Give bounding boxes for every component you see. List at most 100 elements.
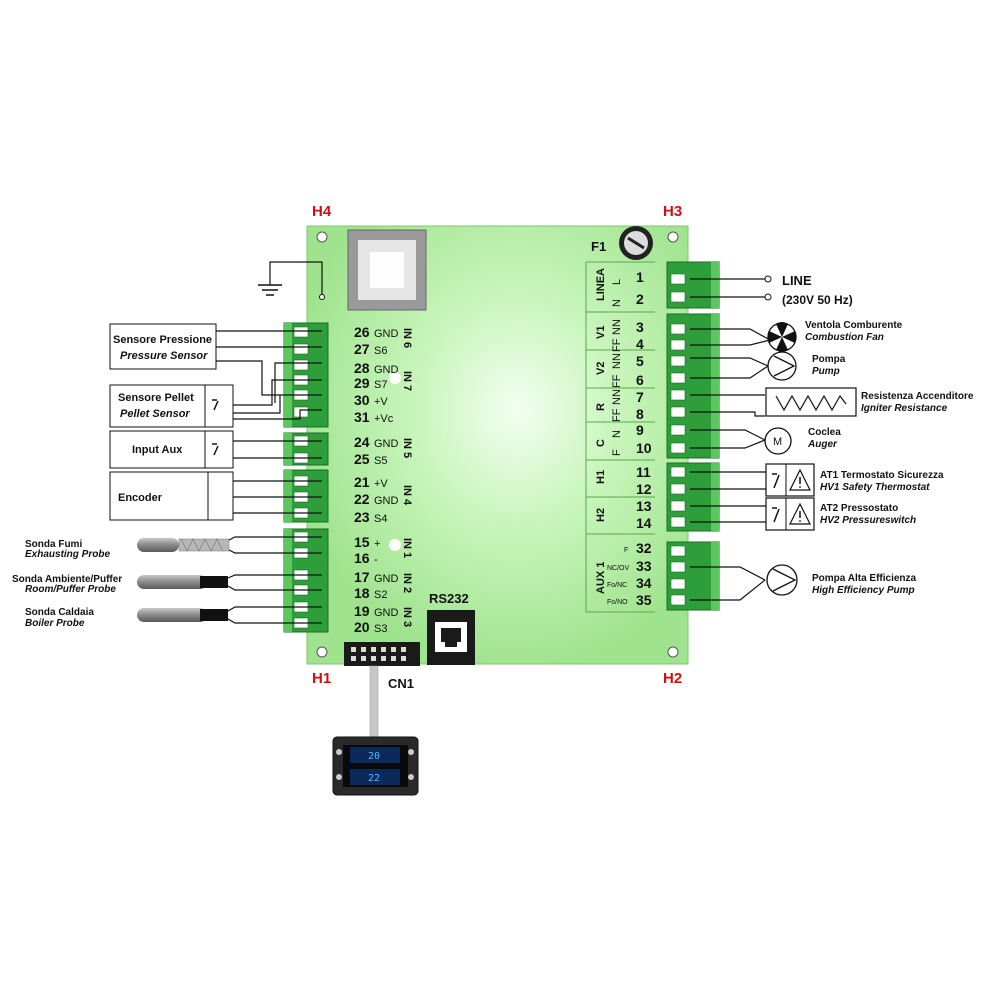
left-group-label: IN 4 bbox=[401, 485, 413, 506]
terminal-screw[interactable] bbox=[670, 355, 686, 367]
fan-label-en: Combustion Fan bbox=[805, 332, 884, 343]
line-terminal-n bbox=[764, 293, 772, 301]
left-pin-number: 17 bbox=[354, 569, 370, 585]
terminal-screw[interactable] bbox=[670, 291, 686, 303]
line-terminal-l bbox=[764, 275, 772, 283]
pump-label-en: Pump bbox=[812, 366, 840, 377]
terminal-screw[interactable] bbox=[293, 326, 309, 338]
pellet-sensor: Sensore Pellet Pellet Sensor bbox=[109, 384, 234, 428]
left-pin-number: 30 bbox=[354, 392, 370, 408]
right-pin-number: 8 bbox=[636, 406, 644, 422]
terminal-screw[interactable] bbox=[670, 466, 686, 478]
right-pin-label: N bbox=[611, 299, 623, 307]
terminal-screw[interactable] bbox=[293, 406, 309, 418]
svg-text:Sonda Caldaia: Sonda Caldaia bbox=[25, 607, 94, 618]
cn1-connector[interactable] bbox=[344, 642, 420, 666]
terminal-screw[interactable] bbox=[670, 372, 686, 384]
right-pin-label: FF bbox=[611, 408, 623, 422]
terminal-blocks bbox=[283, 261, 720, 633]
right-group-label: C bbox=[595, 439, 607, 447]
terminal-screw[interactable] bbox=[293, 359, 309, 371]
mount-hole-h4 bbox=[316, 231, 328, 243]
terminal-screw[interactable] bbox=[670, 561, 686, 573]
right-group-label: LINEA bbox=[595, 268, 607, 301]
svg-text:Room/Puffer Probe: Room/Puffer Probe bbox=[25, 584, 116, 595]
terminal-screw[interactable] bbox=[670, 406, 686, 418]
left-pin-number: 19 bbox=[354, 603, 370, 619]
left-pin-label: +V bbox=[374, 478, 388, 490]
right-pin-number: 13 bbox=[636, 498, 652, 514]
safety-thermostat-icon bbox=[765, 463, 815, 497]
terminal-screw[interactable] bbox=[670, 273, 686, 285]
right-pin-label: NN bbox=[611, 353, 623, 369]
terminal-screw[interactable] bbox=[670, 594, 686, 606]
terminal-screw[interactable] bbox=[670, 578, 686, 590]
left-pin-label: GND bbox=[374, 573, 399, 585]
corner-label-h3: H3 bbox=[663, 203, 682, 220]
display-line-1: 20 bbox=[368, 751, 380, 762]
pump-icon bbox=[767, 351, 797, 381]
terminal-screw[interactable] bbox=[670, 483, 686, 495]
left-pin-label: GND bbox=[374, 495, 399, 507]
right-pin-number: 7 bbox=[636, 389, 644, 405]
fan-icon bbox=[767, 322, 797, 352]
terminal-screw[interactable] bbox=[670, 500, 686, 512]
terminal-screw[interactable] bbox=[670, 545, 686, 557]
at2-label: AT2 Pressostato bbox=[820, 503, 898, 514]
right-group-label: H2 bbox=[595, 508, 607, 522]
terminal-screw[interactable] bbox=[670, 516, 686, 528]
right-pin-number: 4 bbox=[636, 336, 644, 352]
terminal-screw[interactable] bbox=[670, 424, 686, 436]
encoder: Encoder bbox=[109, 471, 234, 521]
right-pin-number: 2 bbox=[636, 291, 644, 307]
left-pin-label: S5 bbox=[374, 455, 387, 467]
left-pin-label: GND bbox=[374, 328, 399, 340]
right-group-label: AUX 1 bbox=[595, 562, 607, 594]
room-puffer-probe: Sonda Ambiente/Puffer Room/Puffer Probe bbox=[12, 574, 228, 595]
left-pin-label: GND bbox=[374, 364, 399, 376]
left-group-label: IN 7 bbox=[401, 371, 413, 391]
corner-label-h4: H4 bbox=[312, 203, 332, 220]
boiler-probe: Sonda Caldaia Boiler Probe bbox=[25, 607, 228, 629]
input-aux: Input Aux bbox=[109, 430, 234, 469]
left-pin-number: 16 bbox=[354, 550, 370, 566]
left-pin-label: +V bbox=[374, 396, 388, 408]
right-pin-number: 10 bbox=[636, 440, 652, 456]
left-pin-number: 21 bbox=[354, 474, 370, 490]
left-pin-label: S6 bbox=[374, 345, 387, 357]
terminal-screw[interactable] bbox=[293, 343, 309, 355]
mount-hole-inner-1 bbox=[389, 372, 401, 384]
left-pin-number: 22 bbox=[354, 491, 370, 507]
right-pin-number: 1 bbox=[636, 269, 644, 285]
fuse-label: F1 bbox=[591, 239, 606, 254]
right-pin-label: Fo/NC bbox=[607, 582, 627, 589]
left-pin-label: GND bbox=[374, 438, 399, 450]
svg-text:Encoder: Encoder bbox=[118, 492, 163, 504]
terminal-screw[interactable] bbox=[670, 323, 686, 335]
motor-icon: M bbox=[764, 427, 792, 455]
right-pin-label: FF bbox=[611, 338, 623, 352]
rs232-label: RS232 bbox=[429, 591, 469, 606]
pump-label: Pompa bbox=[812, 354, 846, 365]
at1-label-en: HV1 Safety Thermostat bbox=[820, 482, 930, 493]
line-label: LINE bbox=[782, 273, 812, 288]
right-pin-number: 3 bbox=[636, 319, 644, 335]
right-pin-label: F bbox=[611, 449, 623, 456]
terminal-screw[interactable] bbox=[670, 339, 686, 351]
terminal-screw[interactable] bbox=[670, 389, 686, 401]
display-line-2: 22 bbox=[368, 773, 380, 784]
left-group-label: IN 2 bbox=[401, 573, 413, 593]
high-efficiency-pump-icon bbox=[766, 564, 798, 596]
right-pin-label: NN bbox=[611, 319, 623, 335]
terminal-screw[interactable] bbox=[670, 442, 686, 454]
display-cable bbox=[369, 665, 379, 739]
at1-label: AT1 Termostato Sicurezza bbox=[820, 470, 944, 481]
right-pin-labels: 1L2N3NN4FF5NN6FF7NN8FF9N10F1112131432F33… bbox=[607, 269, 652, 608]
mount-hole-h3 bbox=[667, 231, 679, 243]
igniter-resistance-icon bbox=[765, 387, 857, 417]
right-group-label: V1 bbox=[595, 326, 607, 339]
left-group-label: IN 5 bbox=[401, 438, 413, 458]
svg-text:Pellet Sensor: Pellet Sensor bbox=[120, 408, 190, 420]
